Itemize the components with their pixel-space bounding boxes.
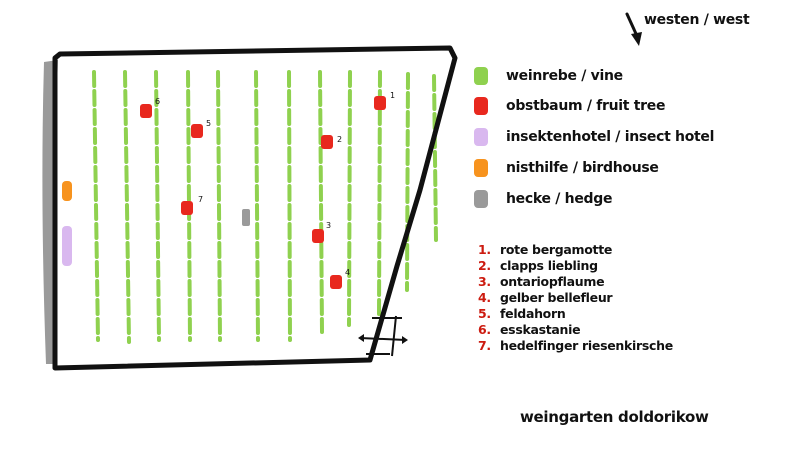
vine-row [92, 70, 100, 342]
tree-name: gelber bellefleur [500, 290, 613, 305]
gate-line [359, 337, 407, 341]
tree-list-item: 2. clapps liebling [478, 258, 673, 274]
tree-list-item: 4. gelber bellefleur [478, 290, 673, 306]
tree-number: 2. [478, 258, 491, 273]
arrow-icon [625, 12, 642, 46]
tree-list-item: 5. feldahorn [478, 306, 673, 322]
tree-name: ontariopflaume [500, 274, 605, 289]
fruit-tree-marker [181, 201, 193, 215]
vine-rows [92, 70, 438, 344]
vine-row [377, 70, 382, 318]
birdhouse-marker [62, 181, 72, 201]
gate-arrow [402, 336, 408, 344]
legend-label: nisthilfe / birdhouse [506, 160, 659, 176]
vine-row [287, 70, 292, 342]
tree-name: clapps liebling [500, 258, 598, 273]
tree-name: rote bergamotte [500, 242, 613, 257]
tree-list-item: 7. hedelfinger riesenkirsche [478, 338, 673, 354]
legend-item-vine: weinrebe / vine [474, 65, 623, 87]
legend-item-birdhouse: nisthilfe / birdhouse [474, 157, 659, 179]
boundary-outline [52, 45, 458, 371]
fruit-tree-marker [330, 275, 342, 289]
vineyard-boundary [52, 45, 458, 371]
fruit-tree-marker [191, 124, 203, 138]
vine-row [347, 70, 352, 327]
tree-map-label: 3 [326, 221, 331, 230]
vine-row [405, 72, 410, 292]
compass: westen / west [622, 10, 800, 50]
hedge-marker [242, 209, 250, 226]
map-features: 1 2 3 4 5 6 7 [62, 91, 395, 289]
vine-row [216, 70, 222, 342]
tree-map-label: 5 [206, 119, 211, 128]
gate-line [391, 315, 397, 357]
tree-list-item: 1. rote bergamotte [478, 242, 673, 258]
tree-number: 4. [478, 290, 491, 305]
vine-row [432, 74, 438, 242]
fruit-tree-marker [312, 229, 324, 243]
tree-list-item: 3. ontariopflaume [478, 274, 673, 290]
legend-label: hecke / hedge [506, 191, 613, 207]
fruit-tree-marker [321, 135, 333, 149]
fruit-tree-marker [374, 96, 386, 110]
birdhouse-swatch [474, 159, 488, 177]
tree-map-label: 7 [198, 195, 203, 204]
legend-label: obstbaum / fruit tree [506, 98, 666, 114]
legend-item-fruit-tree: obstbaum / fruit tree [474, 95, 665, 117]
vine-row [318, 70, 324, 334]
tree-number: 6. [478, 322, 491, 337]
map-title: weingarten doldorikow [520, 408, 709, 426]
tree-list-item: 6. esskastanie [478, 322, 673, 338]
vine-row [254, 70, 260, 342]
fruit-tree-marker [140, 104, 152, 118]
tree-number: 7. [478, 338, 491, 353]
tree-map-label: 2 [337, 135, 342, 144]
tree-name: esskastanie [500, 322, 581, 337]
tree-name: feldahorn [500, 306, 566, 321]
legend-item-hedge: hecke / hedge [474, 188, 612, 210]
fruit-tree-list: 1. rote bergamotte 2. clapps liebling 3. on… [478, 242, 673, 354]
gate-arrow [358, 334, 364, 342]
fruit-tree-swatch [474, 97, 488, 115]
vine-swatch [474, 67, 488, 85]
tree-number: 1. [478, 242, 491, 257]
vine-row [154, 70, 161, 342]
tree-number: 5. [478, 306, 491, 321]
legend-label: insektenhotel / insect hotel [506, 129, 715, 145]
legend-item-insect-hotel: insektenhotel / insect hotel [474, 126, 714, 148]
gate-icon [358, 315, 408, 357]
insect-hotel-marker [62, 226, 72, 266]
hedge-swatch [474, 190, 488, 208]
vine-row [123, 70, 131, 344]
insect-hotel-swatch [474, 128, 488, 146]
tree-map-label: 1 [390, 91, 395, 100]
tree-map-label: 4 [345, 268, 350, 277]
compass-label: westen / west [644, 12, 750, 28]
tree-name: hedelfinger riesenkirsche [500, 338, 673, 353]
legend-label: weinrebe / vine [506, 68, 623, 84]
tree-map-label: 6 [155, 97, 160, 106]
tree-number: 3. [478, 274, 491, 289]
